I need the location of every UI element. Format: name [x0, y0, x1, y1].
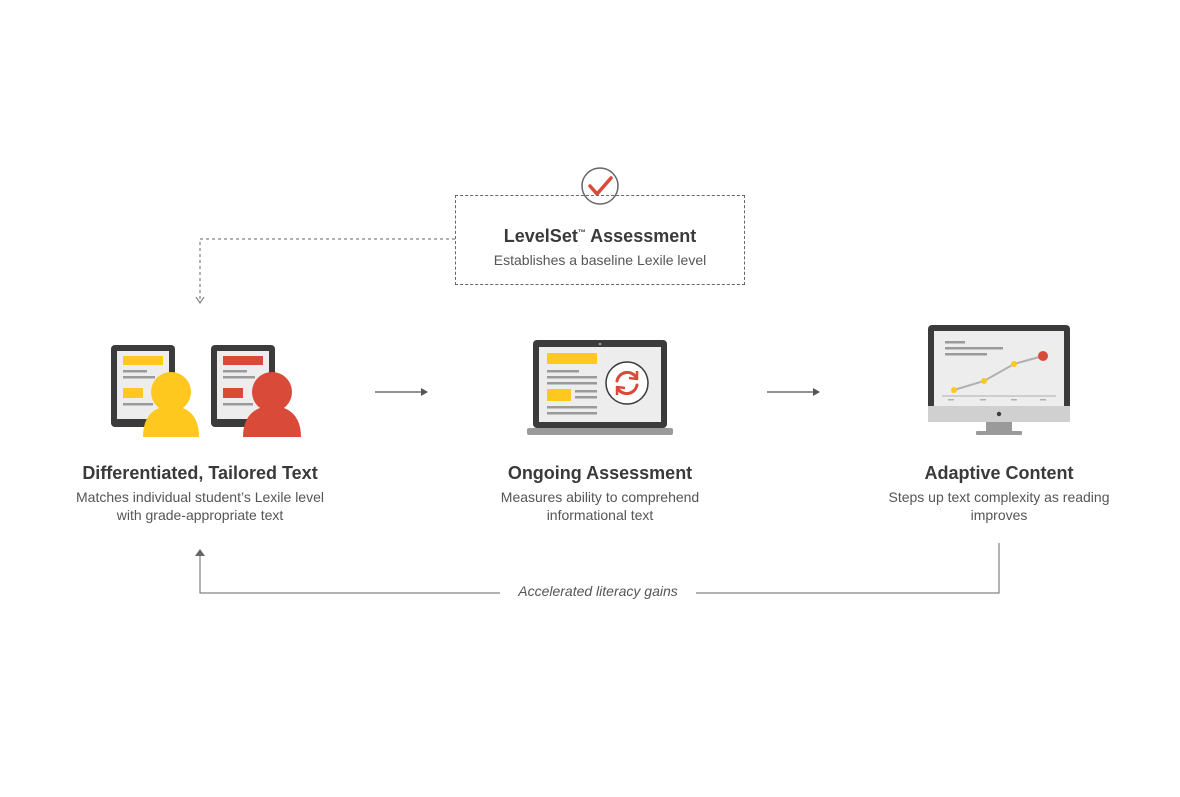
node-desc-line: with grade-appropriate text — [116, 507, 284, 523]
monitor-chart-icon — [928, 325, 1070, 435]
node-desc-line: Steps up text complexity as reading — [888, 489, 1110, 505]
levelset-box: LevelSet™ Assessment Establishes a basel… — [455, 195, 745, 285]
arrow-1 — [375, 388, 428, 396]
node-title: Adaptive Content — [924, 463, 1074, 483]
node-desc-line: Matches individual student’s Lexile leve… — [76, 489, 324, 505]
node-desc-line: informational text — [546, 507, 654, 523]
node-desc-line: improves — [970, 507, 1028, 523]
trademark-symbol: ™ — [577, 228, 586, 237]
levelset-title: LevelSet™ Assessment — [456, 222, 744, 247]
arrow-2 — [767, 388, 820, 396]
laptop-assessment-icon — [527, 340, 673, 435]
node-ongoing-assessment: Ongoing Assessment Measures ability to c… — [440, 462, 760, 524]
node-differentiated-text: Differentiated, Tailored Text Matches in… — [40, 462, 360, 524]
node-title: Differentiated, Tailored Text — [82, 463, 318, 483]
node-title: Ongoing Assessment — [507, 463, 693, 483]
levelset-title-suffix: Assessment — [585, 226, 697, 246]
refresh-icon — [615, 370, 639, 396]
levelset-connector — [199, 238, 455, 300]
node-desc-line: Measures ability to comprehend — [500, 489, 700, 505]
node-adaptive-content: Adaptive Content Steps up text complexit… — [839, 462, 1159, 524]
levelset-connector-arrow — [195, 296, 205, 304]
loop-label: Accelerated literacy gains — [500, 583, 696, 599]
levelset-title-text: LevelSet — [503, 226, 578, 246]
levelset-desc: Establishes a baseline Lexile level — [493, 252, 707, 268]
tablets-students-icon — [111, 345, 301, 437]
